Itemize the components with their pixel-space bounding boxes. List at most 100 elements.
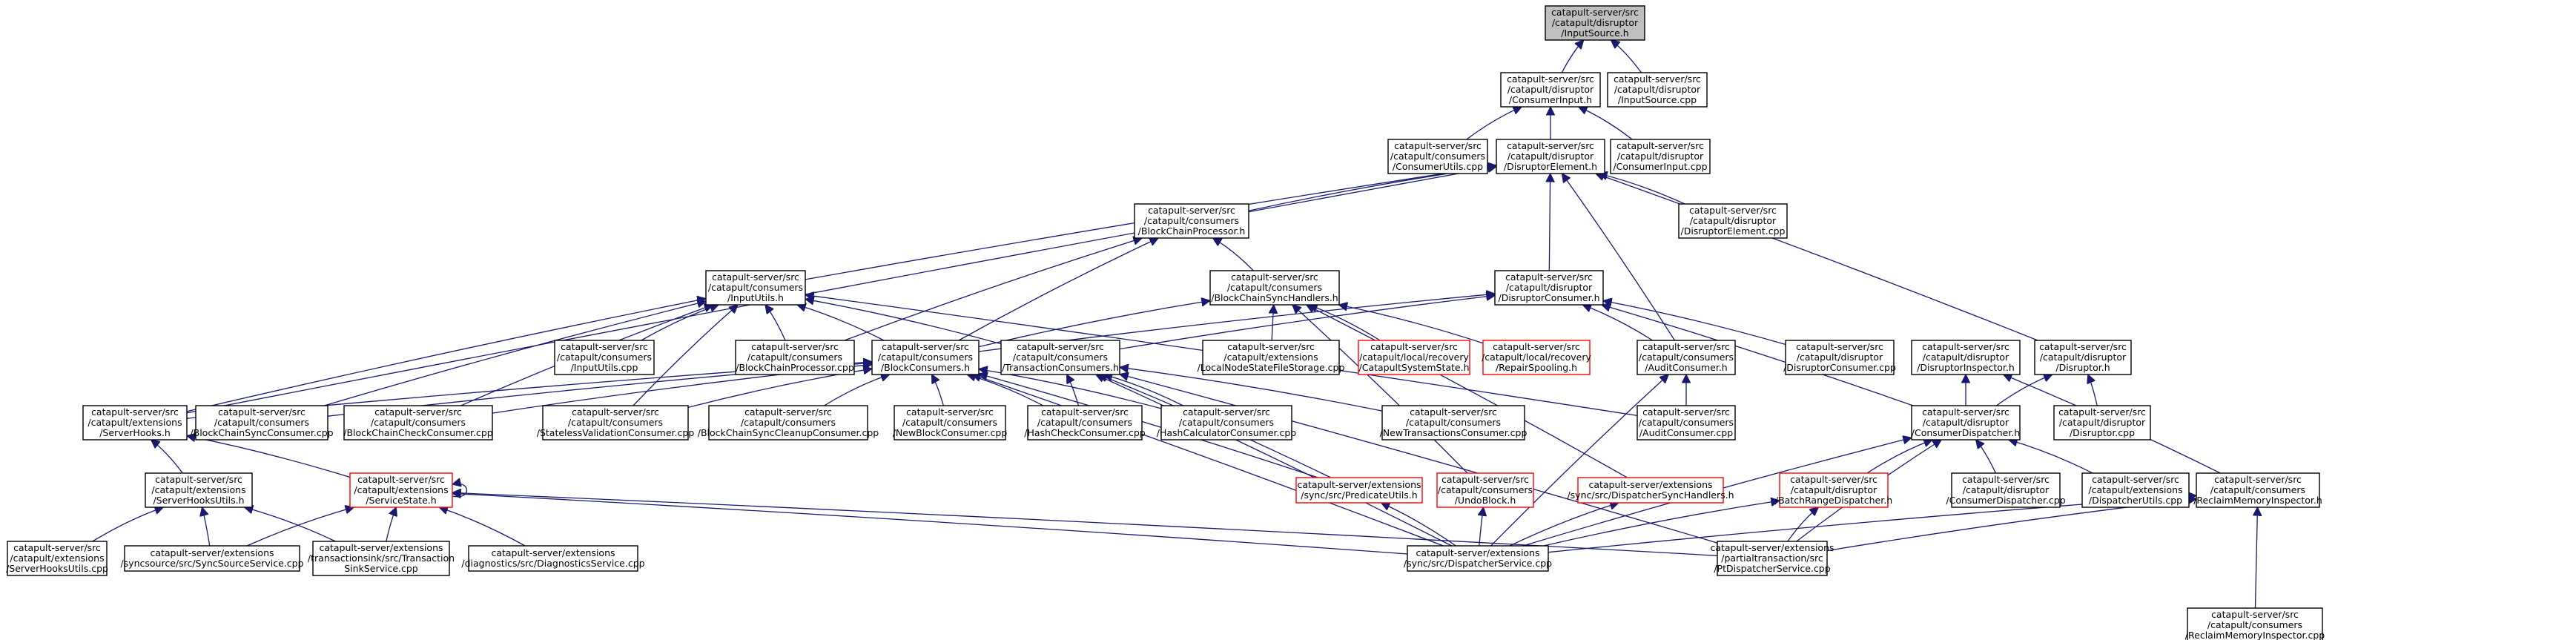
file-node-box[interactable] xyxy=(195,405,328,441)
file-node[interactable]: catapult-server/src/catapult/consumers/B… xyxy=(343,405,493,441)
file-node[interactable]: catapult-server/src/catapult/consumers/R… xyxy=(2185,607,2325,640)
file-node[interactable]: catapult-server/src/catapult/disruptor/D… xyxy=(1783,340,1896,375)
file-node-box[interactable] xyxy=(1496,139,1605,174)
file-node[interactable]: catapult-server/src/catapult/consumers/B… xyxy=(871,340,980,375)
file-node-box[interactable] xyxy=(735,340,855,375)
file-node[interactable]: catapult-server/src/catapult/extensions/… xyxy=(145,472,253,508)
file-node-box[interactable] xyxy=(2187,607,2323,640)
file-node-box[interactable] xyxy=(1407,545,1549,572)
include-edge xyxy=(1213,238,1254,271)
file-node-box[interactable] xyxy=(1494,270,1604,306)
file-node-box[interactable] xyxy=(1027,405,1143,441)
file-node-box[interactable] xyxy=(1295,477,1423,504)
file-node[interactable]: catapult-server/src/catapult/disruptor/D… xyxy=(1496,139,1605,174)
file-node[interactable]: catapult-server/src/catapult/disruptor/D… xyxy=(1911,340,2021,375)
file-node[interactable]: catapult-server/src/catapult/consumers/B… xyxy=(698,405,879,441)
file-node-box[interactable] xyxy=(1000,340,1120,375)
file-node[interactable]: catapult-server/src/catapult/consumers/U… xyxy=(1436,472,1534,508)
file-node-box[interactable] xyxy=(1500,72,1601,108)
file-node-box[interactable] xyxy=(2034,340,2132,375)
file-node[interactable]: catapult-server/src/catapult/consumers/B… xyxy=(735,340,855,375)
file-node[interactable]: catapult-server/src/catapult/extensions/… xyxy=(349,472,453,508)
file-node-box[interactable] xyxy=(2053,405,2151,441)
file-node[interactable]: catapult-server/src/catapult/disruptor/C… xyxy=(1610,139,1711,174)
file-node[interactable]: catapult-server/src/catapult/local/recov… xyxy=(1482,340,1591,375)
file-node-box[interactable] xyxy=(1911,405,2021,441)
file-node-box[interactable] xyxy=(124,545,300,572)
file-node-box[interactable] xyxy=(705,270,806,306)
file-node[interactable]: catapult-server/src/catapult/consumers/H… xyxy=(1024,405,1146,441)
file-node[interactable]: catapult-server/src/catapult/disruptor/C… xyxy=(1911,405,2021,441)
file-node[interactable]: catapult-server/src/catapult/disruptor/D… xyxy=(1678,203,1788,239)
file-node-box[interactable] xyxy=(145,472,253,508)
file-node[interactable]: catapult-server/src/catapult/disruptor/D… xyxy=(2053,405,2151,441)
file-node-box[interactable] xyxy=(1717,541,1828,576)
file-node[interactable]: catapult-server/src/catapult/consumers/B… xyxy=(1209,270,1340,306)
file-node-box[interactable] xyxy=(1436,472,1534,508)
file-node-box[interactable] xyxy=(1482,340,1591,375)
file-node-box[interactable] xyxy=(1358,340,1470,375)
file-node[interactable]: catapult-server/src/catapult/consumers/C… xyxy=(1387,139,1488,174)
file-node-box[interactable] xyxy=(1577,477,1724,504)
file-node-box[interactable] xyxy=(82,405,188,441)
file-node-box[interactable] xyxy=(343,405,493,441)
file-node-box[interactable] xyxy=(1637,340,1736,375)
file-node-box[interactable] xyxy=(542,405,689,441)
file-node[interactable]: catapult-server/src/catapult/disruptor/B… xyxy=(1775,472,1892,508)
file-node-box[interactable] xyxy=(1637,405,1736,441)
file-node-box[interactable] xyxy=(312,541,450,576)
file-node-box[interactable] xyxy=(1607,72,1708,108)
file-node[interactable]: catapult-server/src/catapult/consumers/I… xyxy=(705,270,806,306)
file-node[interactable]: catapult-server/src/catapult/consumers/T… xyxy=(1000,340,1120,375)
file-node[interactable]: catapult-server/src/catapult/consumers/H… xyxy=(1157,405,1297,441)
file-node[interactable]: catapult-server/extensions/syncsource/sr… xyxy=(120,545,304,572)
file-node-box[interactable] xyxy=(1951,472,2061,508)
file-node[interactable]: catapult-server/src/catapult/extensions/… xyxy=(6,541,108,576)
file-node-box[interactable] xyxy=(2081,472,2190,508)
file-node-box[interactable] xyxy=(708,405,868,441)
file-node[interactable]: catapult-server/extensions/diagnostics/s… xyxy=(461,545,645,572)
file-node[interactable]: catapult-server/src/catapult/extensions/… xyxy=(1198,340,1345,375)
file-node-box[interactable] xyxy=(1209,270,1340,306)
file-node-box[interactable] xyxy=(2196,472,2320,508)
file-node-box[interactable] xyxy=(1160,405,1292,441)
file-node-box[interactable] xyxy=(468,545,638,572)
file-node[interactable]: catapult-server/extensions/partialtransa… xyxy=(1710,541,1834,576)
file-node[interactable]: catapult-server/src/catapult/consumers/S… xyxy=(537,405,695,441)
file-node[interactable]: catapult-server/src/catapult/consumers/R… xyxy=(2193,472,2322,508)
file-node[interactable]: catapult-server/src/catapult/consumers/A… xyxy=(1637,405,1736,441)
file-node[interactable]: catapult-server/extensions/sync/src/Pred… xyxy=(1295,477,1423,504)
file-node-box[interactable] xyxy=(894,405,1006,441)
file-node-box[interactable] xyxy=(1134,203,1249,239)
file-node[interactable]: catapult-server/src/catapult/disruptor/C… xyxy=(1500,72,1601,108)
file-node-box[interactable] xyxy=(1785,340,1895,375)
file-node[interactable]: catapult-server/src/catapult/consumers/A… xyxy=(1637,340,1736,375)
file-node-box[interactable] xyxy=(1381,405,1525,441)
file-node-box[interactable] xyxy=(349,472,453,508)
file-node[interactable]: catapult-server/src/catapult/extensions/… xyxy=(82,405,188,441)
file-node-box[interactable] xyxy=(1387,139,1488,174)
file-node[interactable]: catapult-server/src/catapult/consumers/N… xyxy=(893,405,1008,441)
file-node[interactable]: catapult-server/src/catapult/disruptor/D… xyxy=(2034,340,2132,375)
file-node[interactable]: catapult-server/src/catapult/consumers/B… xyxy=(190,405,334,441)
file-node[interactable]: catapult-server/src/catapult/extensions/… xyxy=(2081,472,2190,508)
file-node[interactable]: catapult-server/src/catapult/disruptor/C… xyxy=(1946,472,2066,508)
file-node[interactable]: catapult-server/src/catapult/disruptor/I… xyxy=(1607,72,1708,108)
file-node[interactable]: catapult-server/src/catapult/consumers/I… xyxy=(554,340,655,375)
file-node-box[interactable] xyxy=(554,340,655,375)
file-node[interactable]: catapult-server/src/catapult/consumers/B… xyxy=(1134,203,1249,239)
file-node-box[interactable] xyxy=(1610,139,1711,174)
file-node-box[interactable] xyxy=(1678,203,1788,239)
file-node[interactable]: catapult-server/src/catapult/disruptor/D… xyxy=(1494,270,1604,306)
file-node-box[interactable] xyxy=(1779,472,1889,508)
file-node-label: /catapult/consumers xyxy=(2207,619,2302,630)
file-node-box[interactable] xyxy=(7,541,108,576)
file-node[interactable]: catapult-server/extensions/sync/src/Disp… xyxy=(1567,477,1734,504)
file-node[interactable]: catapult-server/extensions/transactionsi… xyxy=(308,541,455,576)
file-node-box[interactable] xyxy=(1202,340,1340,375)
file-node-box[interactable] xyxy=(871,340,980,375)
file-node[interactable]: catapult-server/src/catapult/consumers/N… xyxy=(1380,405,1528,441)
file-node[interactable]: catapult-server/src/catapult/local/recov… xyxy=(1358,340,1470,375)
file-node[interactable]: catapult-server/extensions/sync/src/Disp… xyxy=(1404,545,1552,572)
file-node-box[interactable] xyxy=(1911,340,2021,375)
